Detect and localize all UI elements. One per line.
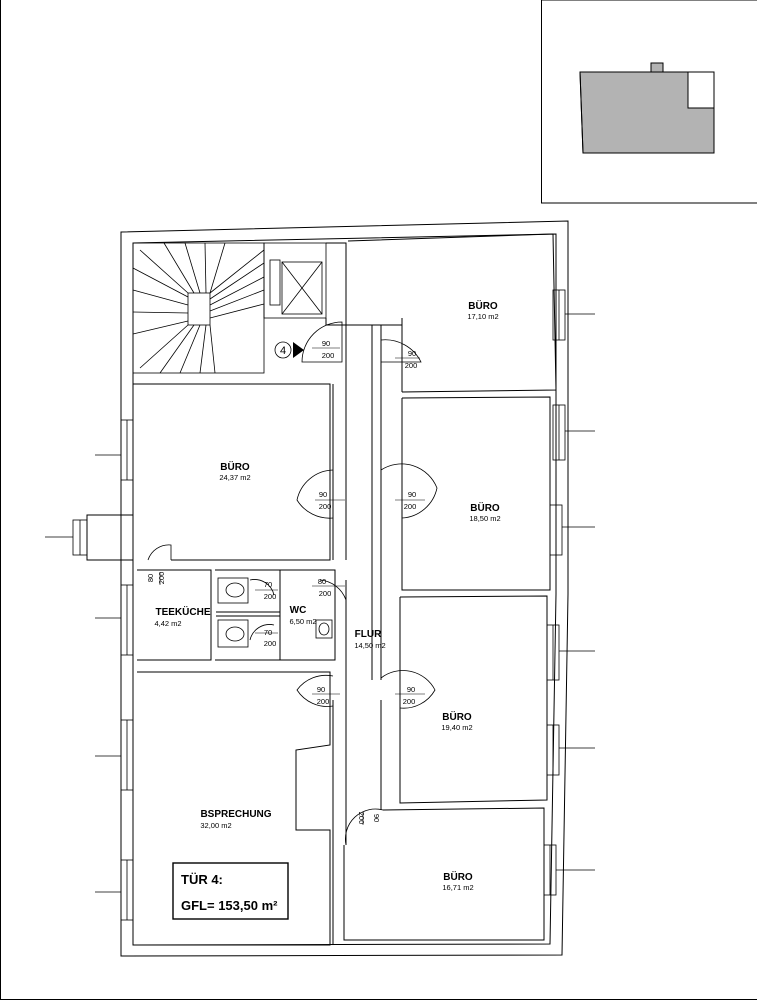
key-plan-highlight: [687, 71, 715, 109]
room-area-buero-4: 19,40 m2: [441, 723, 472, 732]
door-width: 90: [408, 490, 416, 499]
entrance-number: 4: [280, 345, 286, 357]
door-width: 90: [372, 814, 381, 822]
room-area-buero-3: 18,50 m2: [469, 514, 500, 523]
door-height: 200: [264, 592, 277, 601]
door-width: 80: [318, 577, 326, 586]
door-height: 200: [357, 812, 366, 825]
room-area-teekueche: 4,42 m2: [154, 619, 181, 628]
door-height: 200: [264, 639, 277, 648]
entrance-arrow-icon: [293, 342, 304, 358]
door-width: 90: [319, 490, 327, 499]
interior-walls: [86, 233, 557, 946]
summary-box: TÜR 4: GFL= 153,50 m²: [172, 862, 289, 920]
door-height: 200: [319, 502, 332, 511]
room-labels: BÜRO 17,10 m2 BÜRO 24,37 m2 BÜRO 18,50 m…: [154, 299, 500, 892]
room-name-wc: WC: [290, 605, 307, 616]
toilet-fixtures: [217, 577, 333, 648]
door-height: 200: [404, 502, 417, 511]
room-name-buero-5: BÜRO: [443, 870, 473, 883]
door-height: 200: [322, 351, 335, 360]
room-area-buero-1: 17,10 m2: [467, 312, 498, 321]
stairwell: [132, 242, 265, 374]
door-width: 90: [322, 339, 330, 348]
door-height: 200: [157, 572, 166, 585]
room-name-flur: FLUR: [355, 629, 382, 640]
windows: [72, 289, 566, 921]
room-area-buero-2: 24,37 m2: [219, 473, 250, 482]
key-plan: [541, 0, 757, 204]
door-dimension-lines: [159, 347, 425, 825]
door-swings: [147, 321, 438, 846]
room-name-buero-1: BÜRO: [468, 299, 498, 312]
window-markers: [45, 313, 595, 893]
door-width: 90: [408, 349, 416, 358]
room-name-buero-4: BÜRO: [442, 710, 472, 723]
room-name-buero-2: BÜRO: [220, 460, 250, 473]
room-area-wc: 6,50 m2: [289, 617, 316, 626]
door-height: 200: [403, 697, 416, 706]
door-width: 90: [317, 685, 325, 694]
door-height: 200: [405, 361, 418, 370]
room-name-besprechung: BSPRECHUNG: [200, 809, 271, 820]
door-dimension-labels: 90 200 90 200 90 200 90 200 80 200 70 20…: [146, 339, 417, 824]
room-name-buero-3: BÜRO: [470, 501, 500, 514]
door-height: 200: [317, 697, 330, 706]
summary-title: TÜR 4:: [181, 872, 223, 887]
room-area-buero-5: 16,71 m2: [442, 883, 473, 892]
room-area-flur: 14,50 m2: [354, 641, 385, 650]
door-height: 200: [319, 589, 332, 598]
room-area-besprechung: 32,00 m2: [200, 821, 231, 830]
door-width: 80: [146, 574, 155, 582]
elevator-shaft: [263, 242, 327, 319]
summary-gfl: GFL= 153,50 m²: [181, 898, 278, 913]
door-width: 90: [407, 685, 415, 694]
entrance-marker: 4: [274, 341, 304, 359]
room-name-teekueche: TEEKÜCHE: [155, 605, 210, 618]
door-width: 70: [264, 628, 272, 637]
door-width: 70: [264, 580, 272, 589]
